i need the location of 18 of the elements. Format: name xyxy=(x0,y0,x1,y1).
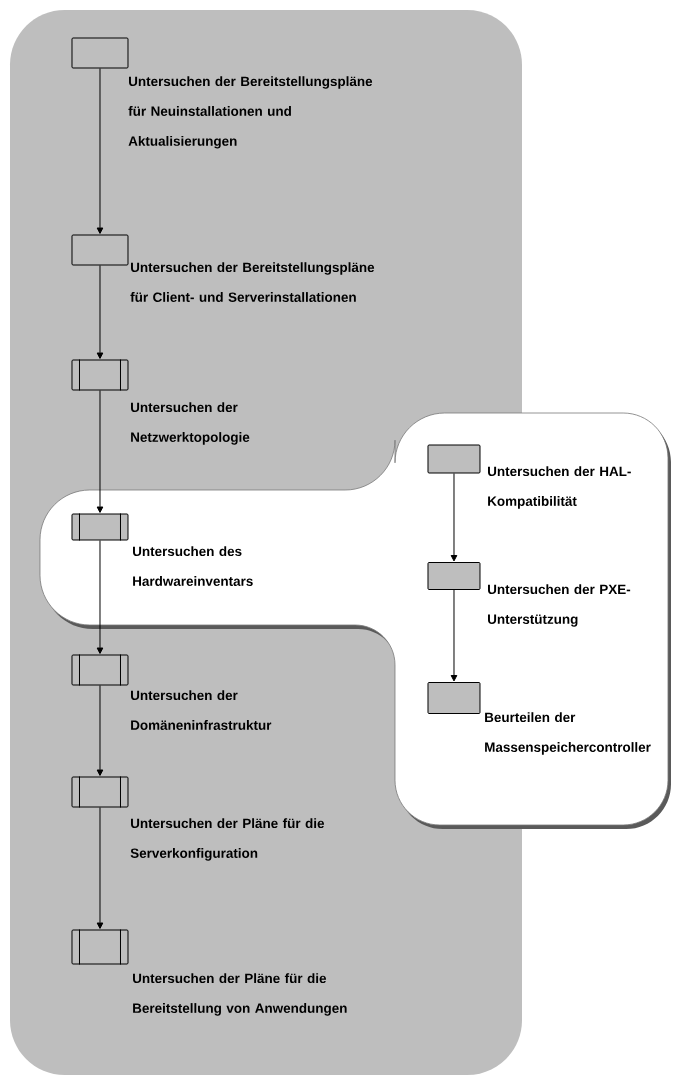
step-label: Untersuchen der PXE-Unterstützung xyxy=(488,584,631,627)
step-label: Untersuchen der Domäneninfrastruktur xyxy=(131,690,272,730)
arrow xyxy=(96,807,104,929)
step-label: Untersuchen der Bereitstellungspläne für Neuinstallationen und Aktualisierungen xyxy=(128,76,373,149)
step-label: Untersuchen der Pläne für die Serverkonfiguration xyxy=(130,818,325,861)
step-label: Untersuchen des Hardwareinventars xyxy=(133,546,253,586)
step-label: Untersuchen der Netzwerktopologie xyxy=(131,402,250,445)
arrow xyxy=(96,265,104,359)
step-label: Untersuchen der Pläne für die Bereitstellung von Anwendungen xyxy=(133,973,347,1016)
step-label: Untersuchen der Bereitstellungspläne für Client- und Serverinstallationen xyxy=(130,262,375,302)
arrow xyxy=(96,685,104,776)
arrow xyxy=(96,540,104,654)
step-label: Untersuchen der HAL-Kompatibilität xyxy=(488,466,631,509)
step-label: Beurteilen der Massenspeichercontroller xyxy=(485,712,651,755)
arrow xyxy=(96,68,104,234)
arrow xyxy=(450,589,458,682)
arrow xyxy=(450,473,458,562)
arrow xyxy=(96,390,104,513)
